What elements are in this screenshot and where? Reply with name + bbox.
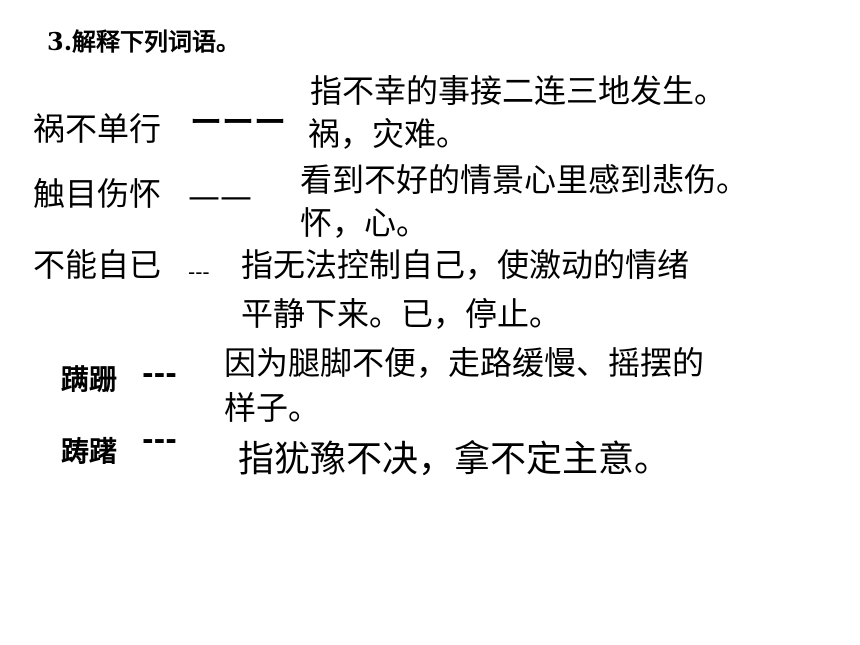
page-title: 3.解释下列词语。 [47,27,241,56]
definition-line: 看到不好的情景心里感到悲伤。 [300,161,749,199]
term-panshan: 蹒跚 [61,363,118,396]
term-dashes: --- [142,357,177,390]
definition-line: 指犹豫不决，拿不定主意。 [238,439,671,480]
definition-line: 平静下来。已，停止。 [241,295,562,333]
term-chouchu: 踌躇 [61,435,118,468]
term-dashes: --- [142,423,177,456]
definition-line: 样子。 [224,389,321,427]
definition-line: 祸，灾难。 [308,115,469,153]
term-dashes: ーーー [190,103,287,141]
term-dashes: --- [188,260,210,284]
definition-line: 指不幸的事接二连三地发生。 [310,72,727,110]
definition-line: 怀，心。 [300,204,429,242]
term-huobudanxing: 祸不单行 [33,110,162,148]
term-bunengziyi: 不能自已 [33,246,162,284]
definition-line: 因为腿脚不便，走路缓慢、摇摆的 [224,344,705,382]
term-dashes: —— [188,177,252,215]
term-chumushanghuai: 触目伤怀 [33,175,162,213]
definition-line: 指无法控制自己，使激动的情绪 [241,246,690,284]
